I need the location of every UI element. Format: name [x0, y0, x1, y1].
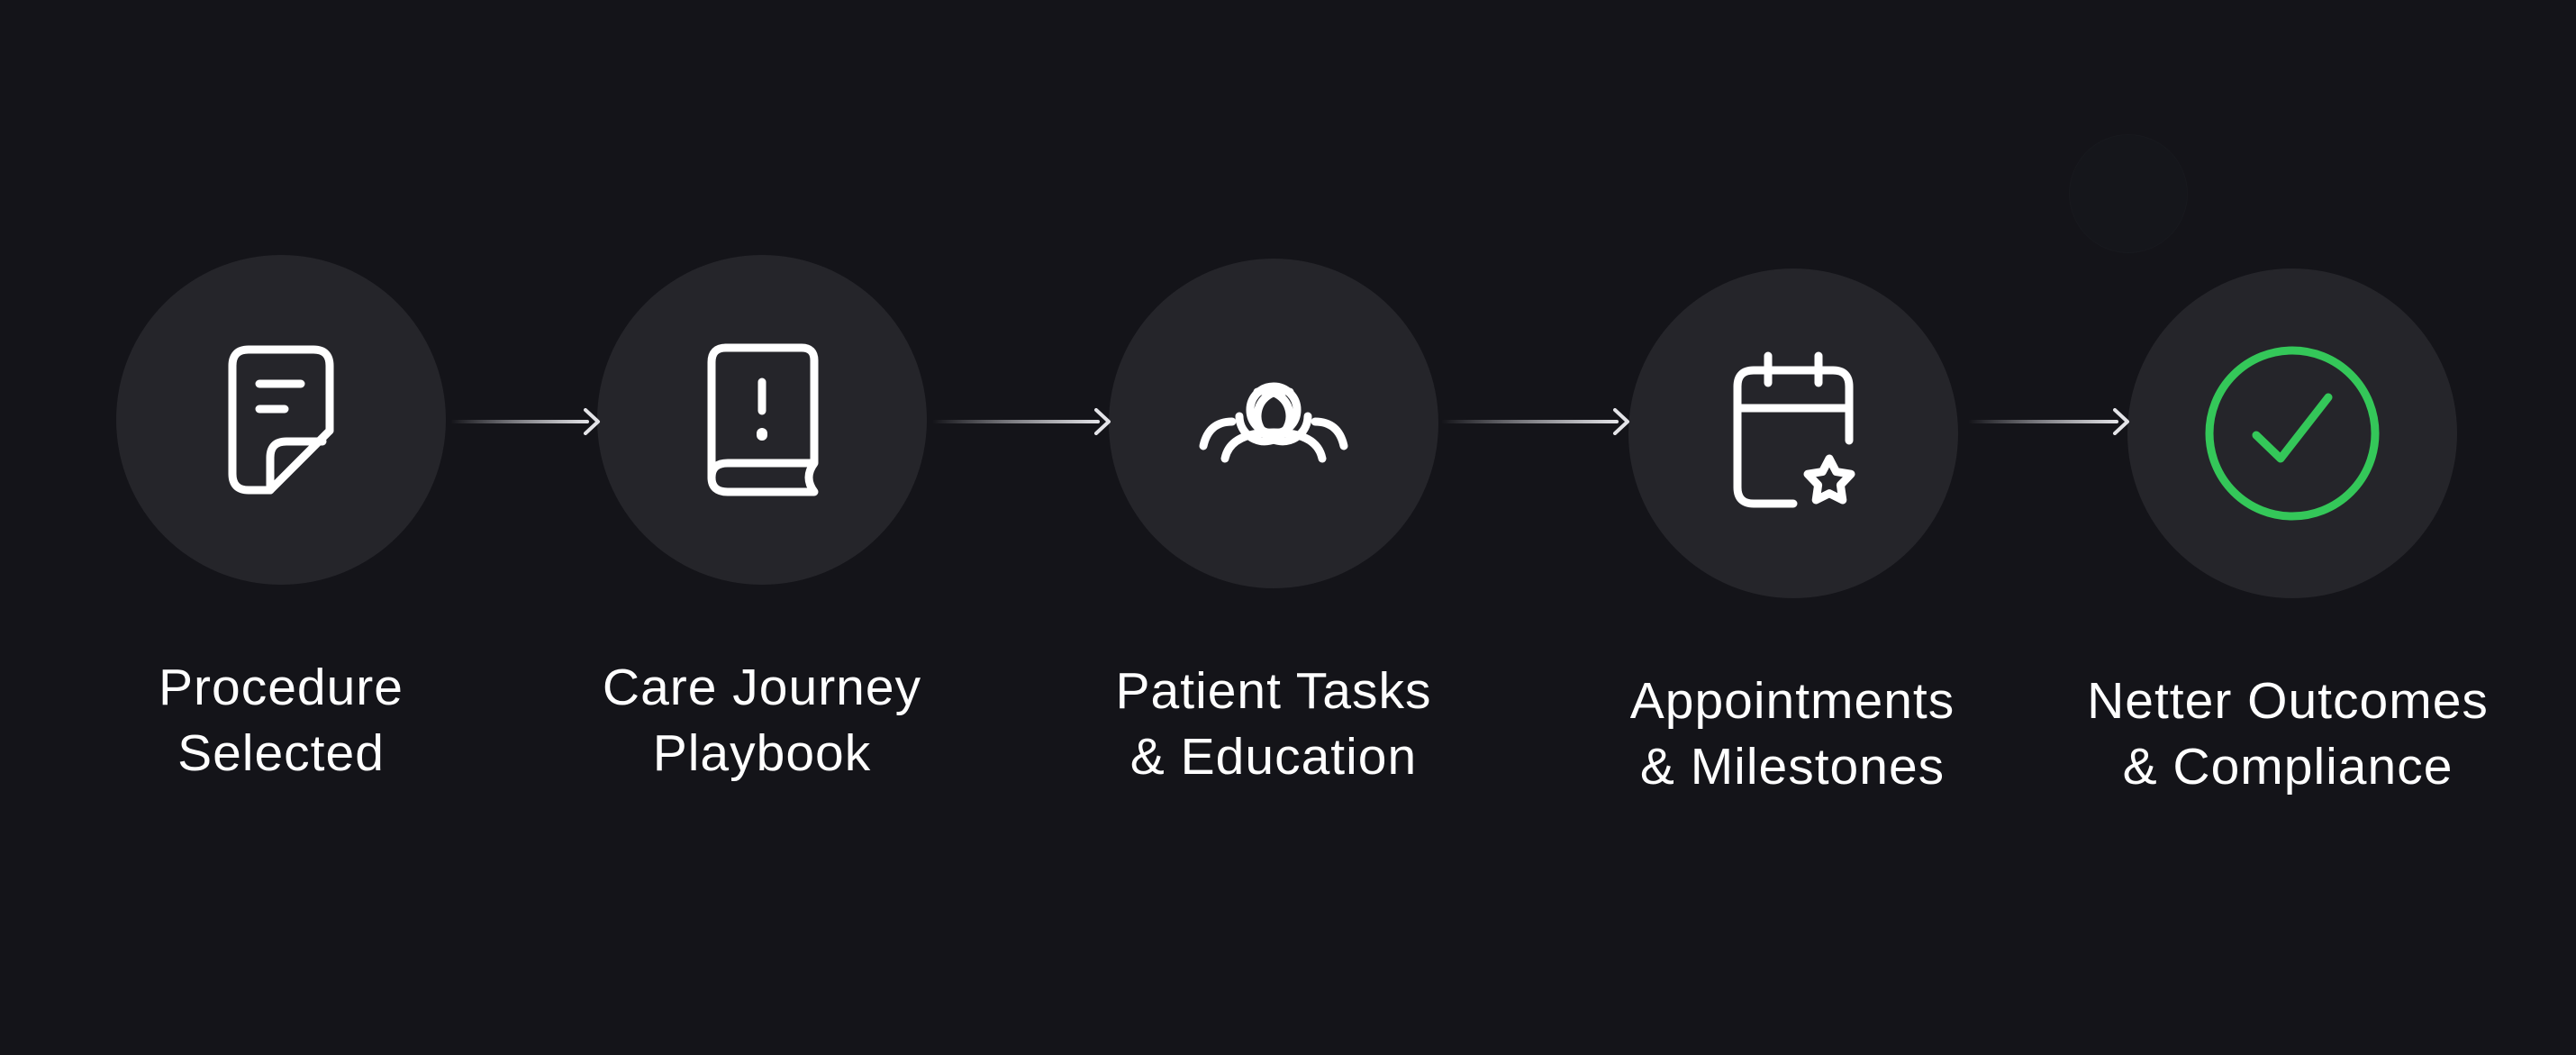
document-note-icon [228, 345, 334, 495]
step-label-line1: Care Journey [602, 659, 922, 716]
connector-line [1968, 420, 2118, 423]
calendar-star-icon [1733, 351, 1855, 508]
step-outcomes-circle [2127, 268, 2457, 598]
step-label-line2: & Education [1129, 728, 1418, 786]
step-label-line2: Selected [177, 724, 385, 782]
step-label-line1: Appointments [1629, 672, 1955, 730]
step-playbook-label: Care Journey Playbook [528, 655, 996, 787]
step-label-line1: Procedure [159, 659, 404, 716]
connector-arrow-3 [1441, 408, 1633, 435]
step-tasks-label: Patient Tasks & Education [1039, 659, 1508, 790]
connector-line [450, 420, 589, 423]
step-label-line2: & Compliance [2122, 738, 2454, 796]
step-label-line2: & Milestones [1639, 738, 1946, 796]
step-appointments-label: Appointments & Milestones [1558, 668, 2027, 800]
connector-arrow-2 [932, 408, 1114, 435]
step-procedure-label: Procedure Selected [47, 655, 515, 787]
step-label-line2: Playbook [652, 724, 872, 782]
arrow-right-icon [1613, 408, 1629, 435]
step-label-line1: Patient Tasks [1115, 662, 1432, 720]
step-tasks-circle [1109, 259, 1438, 588]
check-circle-icon [2205, 346, 2380, 521]
step-playbook-circle [597, 255, 927, 585]
arrow-right-icon [2113, 408, 2129, 435]
step-label-line1: Netter Outcomes [2087, 672, 2489, 730]
connector-arrow-4 [1968, 408, 2133, 435]
book-alert-icon [707, 343, 819, 496]
step-outcomes-label: Netter Outcomes & Compliance [2054, 668, 2522, 800]
arrow-right-icon [584, 408, 600, 435]
step-procedure-circle [116, 255, 446, 585]
users-group-icon [1199, 382, 1348, 463]
connector-line [1441, 420, 1619, 423]
connector-arrow-1 [450, 408, 603, 435]
arrow-right-icon [1094, 408, 1111, 435]
decorative-ring [2070, 135, 2187, 252]
connector-line [932, 420, 1100, 423]
step-appointments-circle [1628, 268, 1958, 598]
